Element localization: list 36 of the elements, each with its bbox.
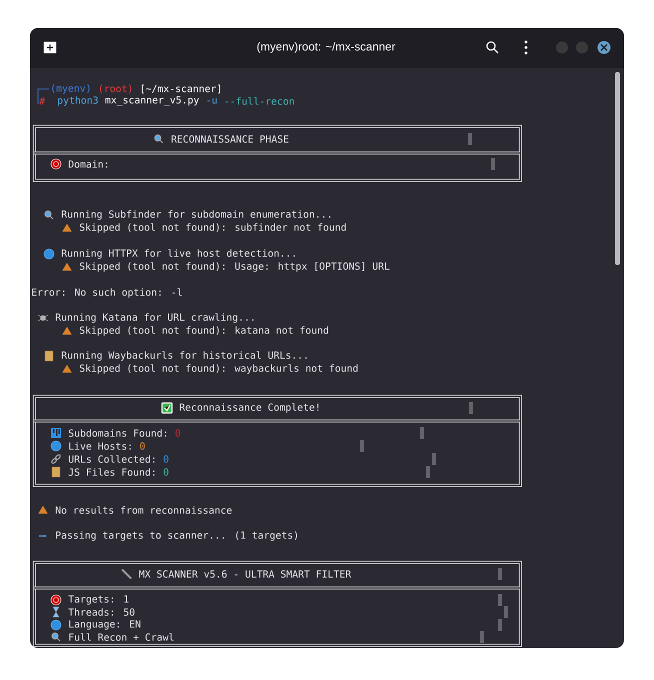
panel-line: Language: EN	[69, 620, 140, 630]
output-line: Skipped (tool not found): subfinder not found	[80, 223, 346, 233]
output-line: Running Waybackurls for historical URLs...	[62, 351, 307, 361]
prompt-symbol: #	[39, 97, 46, 105]
output-line: Running HTTPX for live host detection...	[62, 249, 295, 259]
output-line: Passing targets to scanner... (1 targets)	[56, 531, 297, 541]
panel-heading: Reconnaissance Complete!	[180, 403, 318, 413]
panel-heading: RECONNAISSANCE PHASE	[172, 135, 288, 143]
error-line: Error: No such option: -l	[32, 288, 182, 298]
panel-line: Full Recon + Crawl	[69, 633, 174, 641]
panel-heading: MX SCANNER v5.6 - ULTRA SMART FILTER	[139, 570, 352, 578]
prompt-text: [~/mx-scanner]	[142, 84, 220, 94]
stat-value: 0	[164, 455, 168, 463]
panel-line: Threads: 50	[68, 608, 134, 616]
output-line: No results from reconnaissance	[56, 506, 232, 514]
prompt-text: (myenv)	[52, 84, 90, 94]
stat-value: 0	[176, 429, 180, 437]
command-text: -u	[207, 98, 217, 104]
command-text: --full-recon	[226, 97, 294, 105]
panel-line: JS Files Found:	[68, 468, 154, 476]
panel-line: Live Hosts:	[69, 442, 131, 450]
stat-value: 0	[140, 442, 145, 450]
command-text: mx_scanner_v5.py	[105, 96, 199, 106]
output-line: Skipped (tool not found): katana not found	[80, 326, 328, 336]
panel-line: Targets: 1	[68, 595, 128, 605]
output-line: Skipped (tool not found): Usage: httpx [OPTIONS] URL	[80, 262, 390, 272]
command-text: python3	[58, 96, 98, 106]
stat-value: 0	[164, 468, 168, 476]
output-line: Running Katana for URL crawling...	[56, 313, 254, 323]
panel-line: URLs Collected:	[68, 455, 154, 463]
prompt-text: (root)	[100, 84, 132, 94]
window-title: (myenv)root: ~/mx-scanner	[257, 42, 396, 53]
panel-line: Subdomains Found:	[68, 429, 166, 437]
output-line: Running Subfinder for subdomain enumeration...	[62, 210, 330, 220]
output-line: Skipped (tool not found): waybackurls not found	[80, 364, 358, 374]
panel-line: Domain:	[68, 160, 108, 168]
